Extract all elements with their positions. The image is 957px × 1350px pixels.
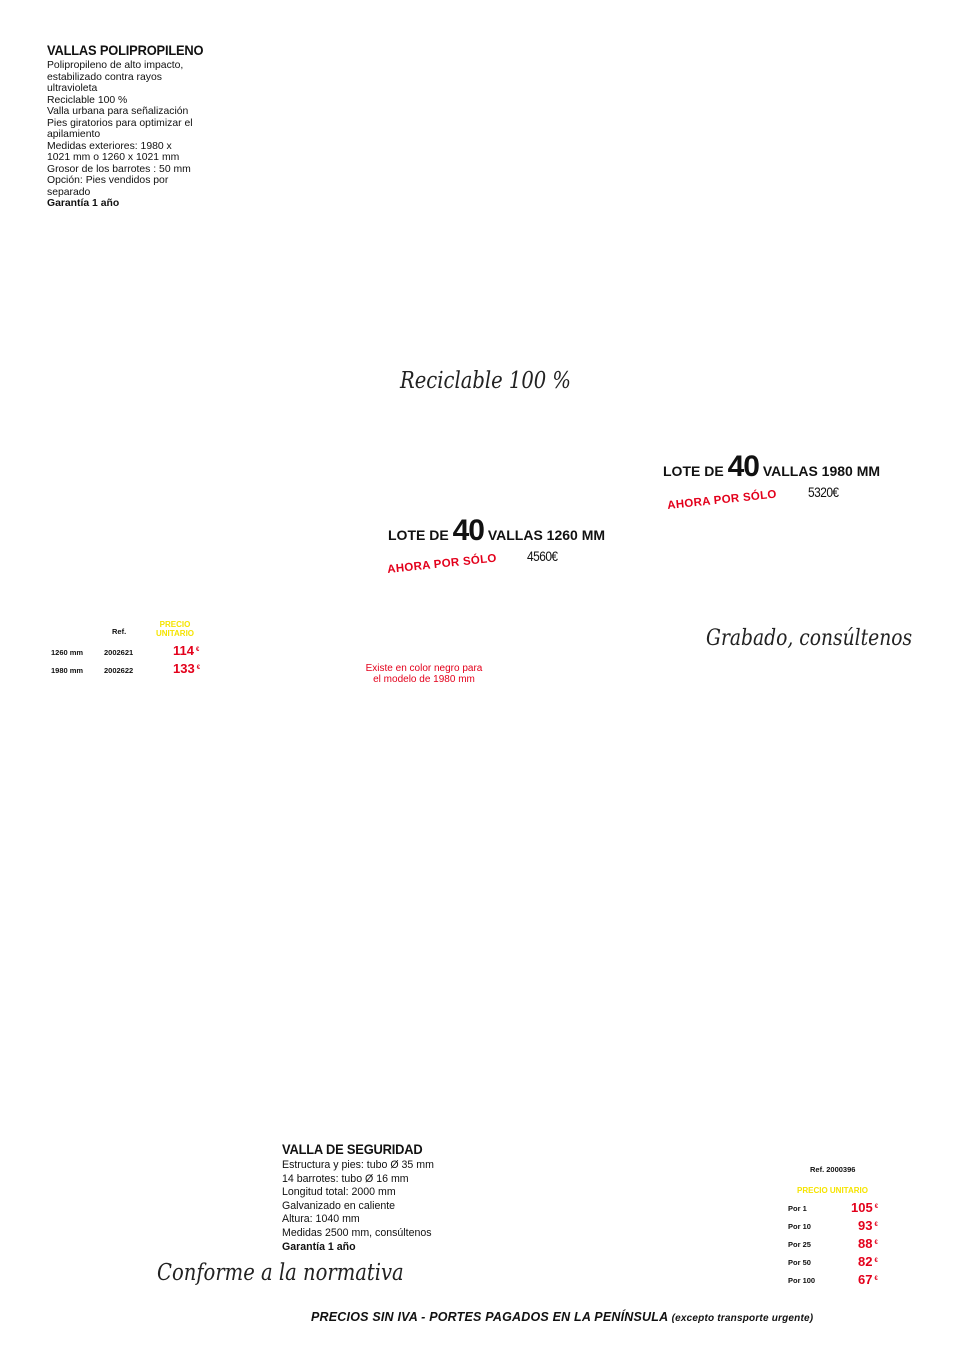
row-price: 88€ (858, 1236, 878, 1251)
row-price: 133€ (173, 661, 200, 676)
section-title: VALLA DE SEGURIDAD (282, 1141, 423, 1157)
row-price: 114€ (173, 643, 199, 658)
price-value: 114 (173, 643, 194, 658)
lote-suffix: VALLAS 1260 MM (487, 527, 606, 543)
lote-number: 40 (452, 514, 485, 547)
table-header-ref: Ref. (112, 627, 127, 636)
row-price: 93€ (858, 1218, 878, 1233)
lote-prefix: LOTE DE (388, 527, 449, 543)
currency-symbol: € (874, 1258, 878, 1264)
lote-prefix: LOTE DE (663, 463, 724, 479)
description-line: Altura: 1040 mm (282, 1213, 360, 1226)
row-price: 82€ (858, 1254, 878, 1269)
row-qty: Por 50 (788, 1258, 811, 1267)
note-line: Existe en color negro para (365, 663, 483, 674)
table-header-price: PRECIO UNITARIO (150, 620, 200, 638)
lote-1260-price: 4560€ (527, 548, 558, 564)
footer-pricing-note: PRECIOS SIN IVA - PORTES PAGADOS EN LA P… (311, 1310, 813, 1324)
table-header-price: PRECIO UNITARIO (797, 1186, 868, 1195)
price-value: 88 (858, 1236, 873, 1251)
lote-1980-price: 5320€ (808, 484, 839, 500)
lote-number: 40 (727, 450, 760, 483)
description-line: Medidas exteriores: 1980 x (47, 140, 172, 152)
footer-main: PRECIOS SIN IVA - PORTES PAGADOS EN LA P… (311, 1310, 668, 1324)
row-price: 105€ (851, 1200, 878, 1215)
note-line: el modelo de 1980 mm (373, 674, 475, 685)
price-value: 82 (858, 1254, 873, 1269)
description-line: Medidas 2500 mm, consúltenos (282, 1226, 432, 1239)
header-line: PRECIO (159, 620, 191, 629)
row-qty: Por 100 (788, 1276, 816, 1285)
table-ref: Ref. 2000396 (810, 1165, 856, 1174)
row-qty: Por 1 (788, 1204, 807, 1213)
section-title: VALLAS POLIPROPILENO (47, 42, 204, 58)
row-ref: 2002622 (104, 666, 134, 675)
guarantee-text: Garantía 1 año (282, 1240, 356, 1253)
description-line: ultravioleta (47, 83, 98, 94)
currency-symbol: € (874, 1222, 878, 1228)
row-price: 67€ (858, 1272, 878, 1287)
row-qty: Por 25 (788, 1240, 811, 1249)
currency-symbol: € (874, 1204, 879, 1210)
lote-suffix: VALLAS 1980 MM (762, 463, 881, 479)
lote-1260-offer: AHORA POR SÓLO (386, 552, 498, 576)
footer-small: (excepto transporte urgente) (671, 1313, 814, 1324)
black-color-note: Existe en color negro para el modelo de … (344, 663, 504, 685)
currency-symbol: € (195, 647, 200, 653)
description-line: Longitud total: 2000 mm (282, 1186, 396, 1199)
price-value: 105 (851, 1200, 873, 1215)
description-line: Galvanizado en caliente (282, 1199, 396, 1212)
price-value: 93 (858, 1218, 873, 1233)
description-line: Valla urbana para señalización (47, 106, 189, 117)
description-line: 1021 mm o 1260 x 1021 mm (47, 152, 180, 163)
description-line: estabilizado contra rayos (47, 71, 162, 83)
price-value: 67 (858, 1272, 873, 1287)
currency-symbol: € (196, 665, 201, 671)
row-ref: 2002621 (104, 648, 134, 657)
product-description: Estructura y pies: tubo Ø 35 mm 14 barro… (282, 1159, 435, 1254)
description-line: Opción: Pies vendidos por (47, 175, 169, 186)
description-line: Estructura y pies: tubo Ø 35 mm (282, 1159, 434, 1171)
description-line: apilamiento (47, 129, 101, 140)
description-line: Reciclable 100 % (47, 94, 128, 106)
description-line: Polipropileno de alto impacto, (47, 60, 184, 71)
table-row: 1980 mm (51, 666, 83, 675)
description-line: Pies giratorios para optimizar el (47, 117, 193, 129)
product-description: Polipropileno de alto impacto, estabiliz… (47, 60, 217, 210)
row-size: 1260 mm (51, 648, 84, 657)
row-size: 1980 mm (51, 666, 84, 675)
script-reciclable: Reciclable 100 % (400, 368, 572, 394)
header-line: UNITARIO (155, 629, 195, 638)
vallas-polipropileno-section: VALLAS POLIPROPILENO Polipropileno de al… (47, 42, 217, 210)
currency-symbol: € (874, 1276, 878, 1282)
lote-1260-heading: LOTE DE 40 VALLAS 1260 MM (388, 514, 605, 548)
price-value: 133 (173, 661, 195, 676)
script-normativa: Conforme a la normativa (157, 1260, 404, 1286)
guarantee-text: Garantía 1 año (47, 198, 120, 209)
description-line: 14 barrotes: tubo Ø 16 mm (282, 1172, 409, 1185)
script-grabado: Grabado, consúltenos (706, 626, 913, 651)
lote-1980-heading: LOTE DE 40 VALLAS 1980 MM (663, 450, 880, 484)
table-row: 1260 mm (51, 648, 83, 657)
description-line: separado (47, 186, 91, 198)
valla-seguridad-section: VALLA DE SEGURIDAD Estructura y pies: tu… (282, 1141, 435, 1254)
lote-1980-offer: AHORA POR SÓLO (666, 488, 778, 512)
currency-symbol: € (874, 1240, 878, 1246)
description-line: Grosor de los barrotes : 50 mm (47, 163, 191, 175)
row-qty: Por 10 (788, 1222, 811, 1231)
